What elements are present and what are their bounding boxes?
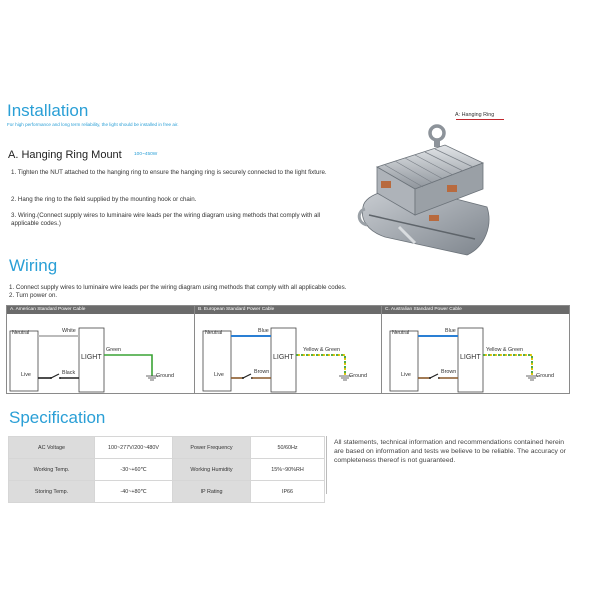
light-label: LIGHT: [460, 354, 481, 361]
light-label: LIGHT: [273, 354, 294, 361]
hanging-ring-mount-title: A. Hanging Ring Mount: [8, 149, 122, 161]
wiring-panel-european: B. European Standard Power Cable Neutral…: [194, 305, 383, 394]
spec-label: Storing Temp.: [8, 480, 95, 503]
spec-label: Working Temp.: [8, 458, 95, 481]
supply-box: [9, 330, 39, 392]
spec-value: -40~+80℃: [94, 480, 173, 503]
disclaimer-note: All statements, technical information an…: [334, 439, 566, 464]
panel-header: A. American Standard Power Cable: [7, 306, 194, 314]
live-wire-color-label: Brown: [441, 369, 457, 375]
hanging-ring-callout: A: Hanging Ring: [455, 112, 495, 118]
neutral-label: Neutral: [392, 330, 410, 336]
neutral-wire-color-label: Blue: [445, 328, 456, 334]
hanging-ring-callout-line: [456, 119, 504, 120]
ground-wire: [296, 354, 346, 376]
ground-label: Ground: [536, 373, 554, 379]
live-wire-color-label: Black: [62, 370, 76, 376]
installation-subtitle: For high performance and long term relia…: [7, 122, 179, 127]
installation-step-2: 2. Hang the ring to the field supplied b…: [11, 196, 197, 203]
spec-label: Power Frequency: [172, 436, 251, 459]
wiring-panel-australian: C. Australian Standard Power Cable Neutr…: [381, 305, 570, 394]
spec-label: Working Humidity: [172, 458, 251, 481]
spec-label: AC Voltage: [8, 436, 95, 459]
table-row: AC Voltage 100~277V/200~480V Power Frequ…: [8, 436, 325, 459]
neutral-label: Neutral: [205, 330, 223, 336]
ground-wire: [104, 354, 153, 376]
live-wire-color-label: Brown: [254, 369, 270, 375]
wiring-panel-american: A. American Standard Power Cable Neutral…: [6, 305, 195, 394]
mount-power-range: 100~450W: [134, 152, 158, 157]
wiring-diagram: [9, 327, 158, 393]
spec-value: -30~+60℃: [94, 458, 173, 481]
wiring-instruction-2: 2. Turn power on.: [9, 292, 58, 299]
wiring-diagram: [389, 327, 538, 393]
installation-title: Installation: [7, 101, 89, 120]
spec-value: 50/60Hz: [250, 436, 325, 459]
switch: [242, 373, 252, 379]
hanging-ring-shape: [428, 124, 446, 142]
ground-wire-color-label: Yellow & Green: [303, 347, 340, 353]
ground-wire-color-label: Green: [106, 347, 121, 353]
supply-box: [389, 330, 419, 392]
wiring-title: Wiring: [9, 256, 58, 275]
ground-wire: [483, 354, 533, 376]
wiring-instruction-1: 1. Connect supply wires to luminaire wir…: [9, 284, 347, 291]
ground-label: Ground: [156, 373, 174, 379]
spec-value: 100~277V/200~480V: [94, 436, 173, 459]
panel-header: B. European Standard Power Cable: [195, 306, 382, 314]
neutral-label: Neutral: [12, 330, 30, 336]
ground-label: Ground: [349, 373, 367, 379]
high-bay-light-fixture-image: [357, 124, 490, 256]
specification-table: AC Voltage 100~277V/200~480V Power Frequ…: [8, 436, 325, 503]
ground-wire-color-label: Yellow & Green: [486, 347, 523, 353]
supply-box: [202, 330, 232, 392]
table-row: Working Temp. -30~+60℃ Working Humidity …: [8, 458, 325, 481]
spec-value: IP66: [250, 480, 325, 503]
light-box: [270, 327, 297, 393]
switch: [429, 373, 439, 379]
neutral-wire-color-label: Blue: [258, 328, 269, 334]
light-label: LIGHT: [81, 354, 102, 361]
neutral-wire-color-label: White: [62, 328, 76, 334]
light-box: [457, 327, 484, 393]
live-label: Live: [401, 372, 411, 378]
spec-value: 15%~90%RH: [250, 458, 325, 481]
installation-step-3: 3. Wiring.(Connect supply wires to lumin…: [11, 212, 321, 227]
installation-step-1: 1. Tighten the NUT attached to the hangi…: [11, 169, 327, 176]
spec-label: IP Rating: [172, 480, 251, 503]
light-box: [78, 327, 105, 393]
specification-title: Specification: [9, 408, 106, 427]
switch: [50, 373, 60, 379]
specification-divider: [326, 436, 327, 494]
table-row: Storing Temp. -40~+80℃ IP Rating IP66: [8, 480, 325, 503]
panel-header: C. Australian Standard Power Cable: [382, 306, 569, 314]
live-label: Live: [21, 372, 31, 378]
live-label: Live: [214, 372, 224, 378]
wiring-diagram: [202, 327, 351, 393]
